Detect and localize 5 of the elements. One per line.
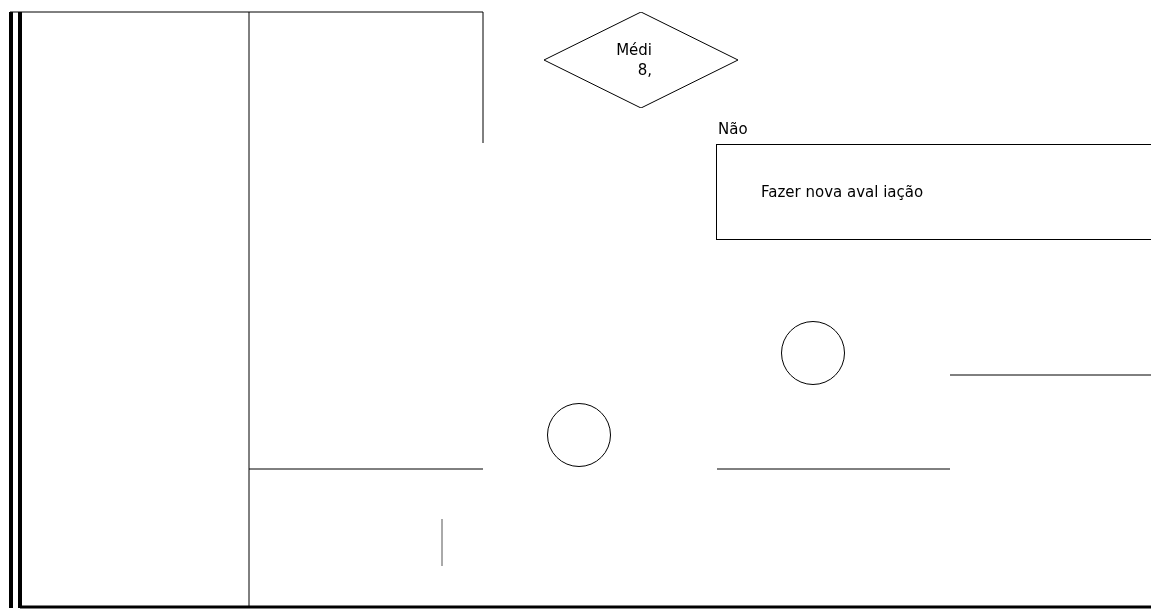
decision-diamond (544, 12, 738, 108)
node-text: Médi 8, (615, 40, 652, 80)
branch-label: Não (718, 120, 748, 138)
process-box (716, 144, 1151, 240)
node-text: Fazer nova aval iação (761, 183, 924, 201)
